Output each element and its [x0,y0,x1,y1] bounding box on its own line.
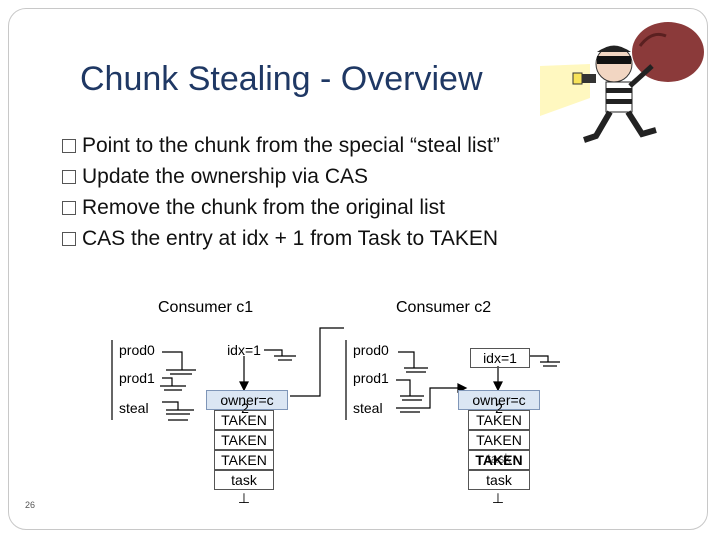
c2-chunk-null-end: ⊥ [491,490,505,506]
bullet-item: CAS the entry at idx + 1 from Task to TA… [62,223,500,254]
bullet-box-icon [62,232,76,246]
consumer-c1-label: Consumer c1 [158,299,254,316]
c2-row-prod0: prod0 [353,342,389,358]
c2-chunk-idx: idx=1 [470,348,530,368]
c1-chunk-entry: TAKEN [214,410,274,430]
bullet-item: Remove the chunk from the original list [62,192,500,223]
c2-row-prod1: prod1 [353,370,389,386]
c2-chunk-owner: owner=c [458,390,540,410]
c1-chunk-owner: owner=c [206,390,288,410]
c2-chunk-entry: TAKEN [468,450,530,470]
c2-row-steal: steal [353,400,383,416]
c1-chunk-idx: idx=1 [227,342,261,358]
c1-row-steal: steal [119,400,149,416]
c1-chunk-entry: TAKEN [214,430,274,450]
consumer-c2-label: Consumer c2 [396,299,492,316]
c1-chunk-entry: TAKEN [214,450,274,470]
page-number: 26 [24,500,35,510]
c2-chunk-entry-overlap: task [487,451,511,466]
bullet-box-icon [62,201,76,215]
bullet-item: Point to the chunk from the special “ste… [62,130,500,161]
c1-chunk-owner-overlap: 2 [241,400,249,416]
bullet-list: Point to the chunk from the special “ste… [62,130,500,254]
bullet-box-icon [62,170,76,184]
slide-title: Chunk Stealing - Overview [80,60,483,98]
bullet-box-icon [62,139,76,153]
c1-chunk-entry: task [214,470,274,490]
robber-icon [540,22,704,143]
c1-row-prod0: prod0 [119,342,155,358]
bullet-item: Update the ownership via CAS [62,161,500,192]
c1-row-prod1: prod1 [119,370,155,386]
c2-chunk-entry: TAKEN [468,430,530,450]
c2-chunk-entry: TAKEN [468,410,530,430]
c2-chunk-entry: task [468,470,530,490]
c1-chunk-null-end: ⊥ [237,490,251,506]
c2-chunk-owner-overlap: 2 [495,400,503,416]
slide-frame [8,8,708,530]
